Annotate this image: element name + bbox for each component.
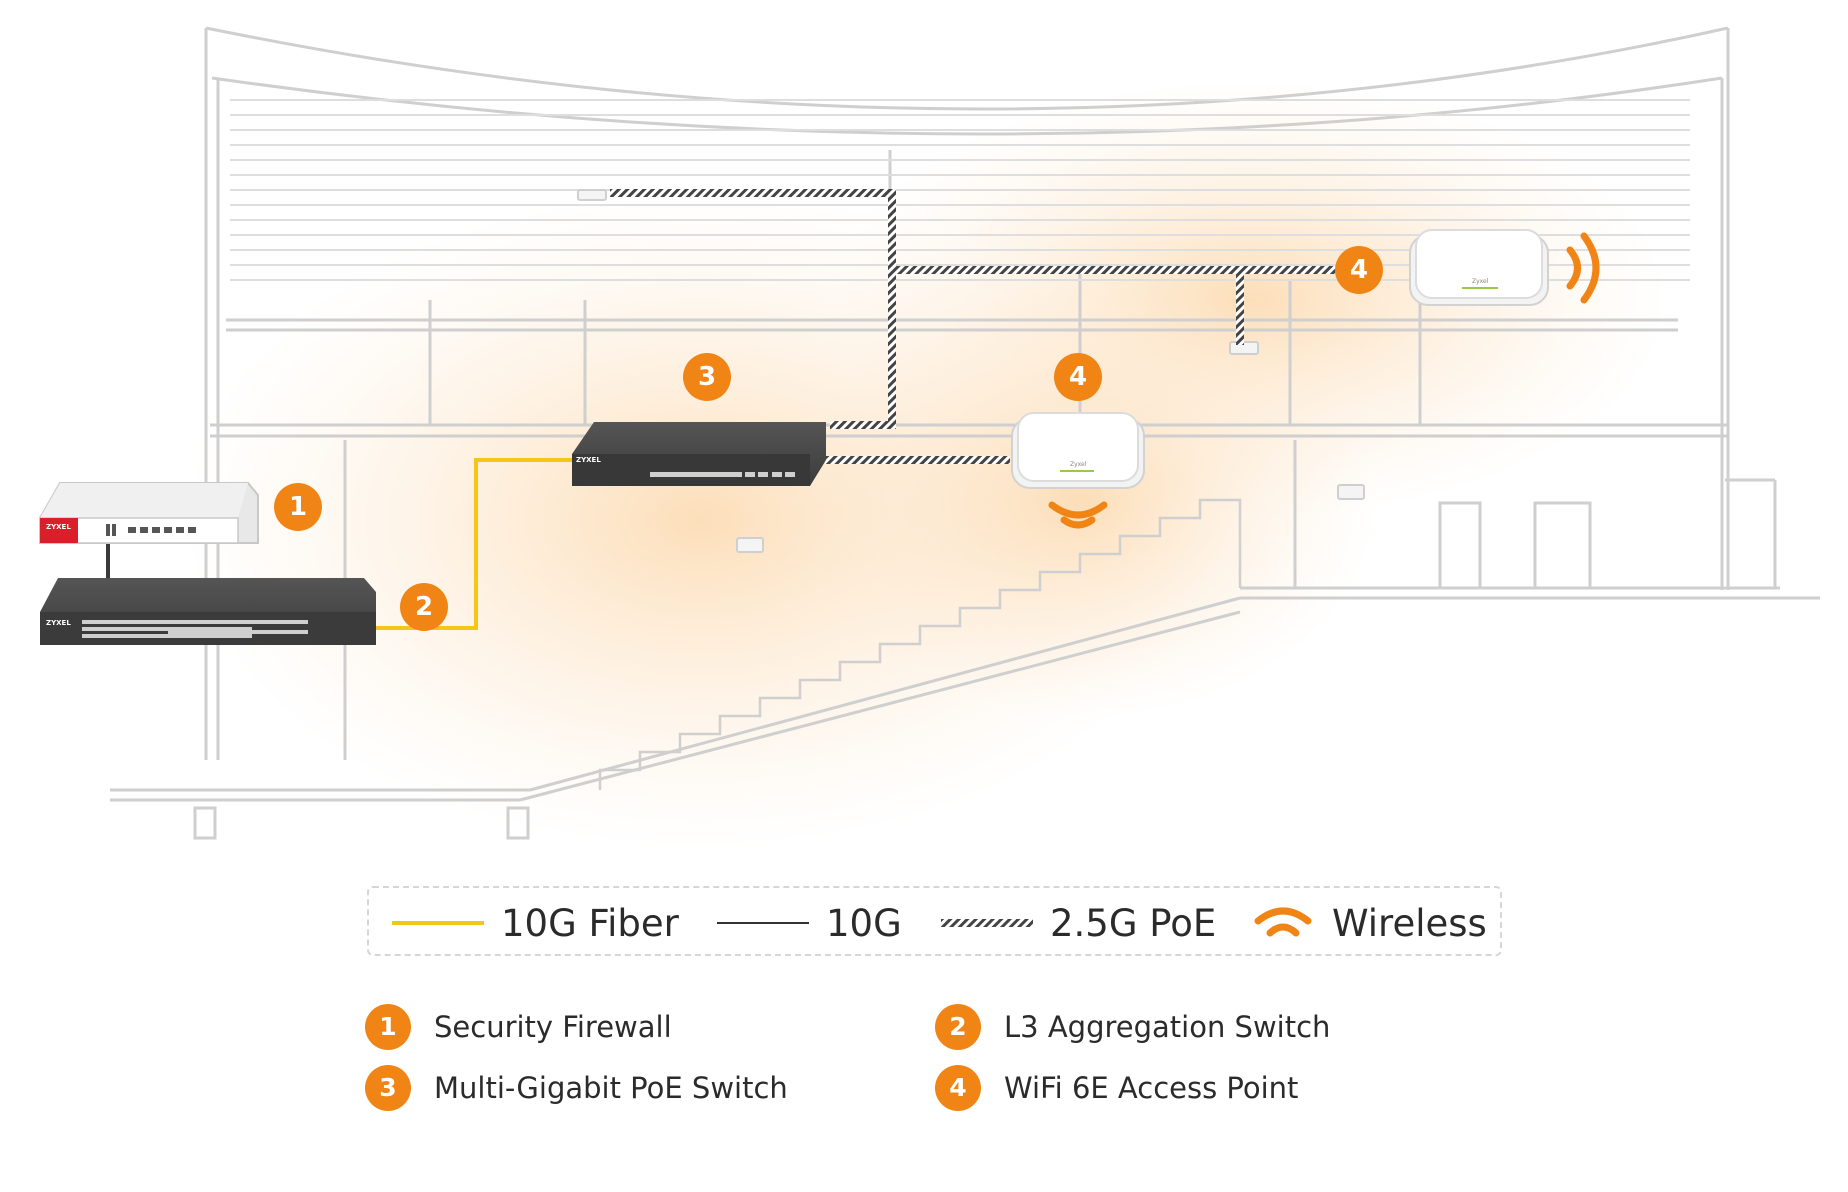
key-item-4: 4 WiFi 6E Access Point — [935, 1065, 1298, 1111]
legend-fiber: 10G Fiber — [392, 888, 679, 958]
badge-poe-switch: 3 — [683, 353, 731, 401]
ap-top-brand-label: Zyxel — [1472, 278, 1489, 285]
wireless-icon — [1048, 232, 1600, 529]
key-badge-3: 3 — [365, 1065, 411, 1111]
wireless-swatch-icon — [1254, 907, 1312, 937]
ap-mid-brand-label: Zyxel — [1070, 461, 1087, 468]
legend-wireless: Wireless — [1252, 888, 1487, 958]
key-item-3: 3 Multi-Gigabit PoE Switch — [365, 1065, 788, 1111]
key-item-2: 2 L3 Aggregation Switch — [935, 1004, 1330, 1050]
badge-aggregation-switch: 2 — [400, 583, 448, 631]
badge-access-point-top: 4 — [1335, 246, 1383, 294]
legend-poe: 2.5G PoE — [941, 888, 1216, 958]
key-label-4: WiFi 6E Access Point — [1004, 1071, 1299, 1105]
fiber-line-swatch — [392, 921, 484, 925]
key-label-2: L3 Aggregation Switch — [1004, 1010, 1331, 1044]
poe-switch-brand-label: ZYXEL — [576, 456, 601, 464]
legend-copper: 10G — [717, 888, 902, 958]
wall-slats — [230, 99, 1690, 281]
key-badge-2: 2 — [935, 1004, 981, 1050]
legend-wireless-label: Wireless — [1332, 901, 1487, 945]
l3-aggregation-switch-device: ZYXEL — [40, 578, 376, 645]
access-point-top-device: Zyxel — [1409, 229, 1549, 306]
poe-line-swatch — [941, 919, 1033, 927]
legend: 10G Fiber 10G 2.5G PoE Wireless — [367, 886, 1502, 956]
badge-access-point-mid: 4 — [1054, 353, 1102, 401]
aggregation-brand-label: ZYXEL — [46, 619, 71, 627]
key-item-1: 1 Security Firewall — [365, 1004, 672, 1050]
multi-gigabit-poe-switch-device: ZYXEL — [572, 422, 826, 486]
copper-line-swatch — [717, 922, 809, 924]
legend-fiber-label: 10G Fiber — [501, 901, 679, 945]
key-label-3: Multi-Gigabit PoE Switch — [434, 1071, 788, 1105]
light-glow — [180, 80, 1670, 850]
key-badge-4: 4 — [935, 1065, 981, 1111]
access-point-mid-device: Zyxel — [1011, 412, 1145, 489]
firewall-brand-label: ZYXEL — [46, 523, 71, 531]
building-outline — [110, 26, 1820, 840]
security-firewall-device: ZYXEL — [39, 482, 259, 544]
cable-poe — [610, 189, 1360, 464]
legend-poe-label: 2.5G PoE — [1050, 901, 1217, 945]
key-badge-1: 1 — [365, 1004, 411, 1050]
legend-copper-label: 10G — [826, 901, 902, 945]
stadium-seating — [598, 498, 1242, 790]
badge-firewall: 1 — [274, 483, 322, 531]
key-label-1: Security Firewall — [434, 1010, 672, 1044]
